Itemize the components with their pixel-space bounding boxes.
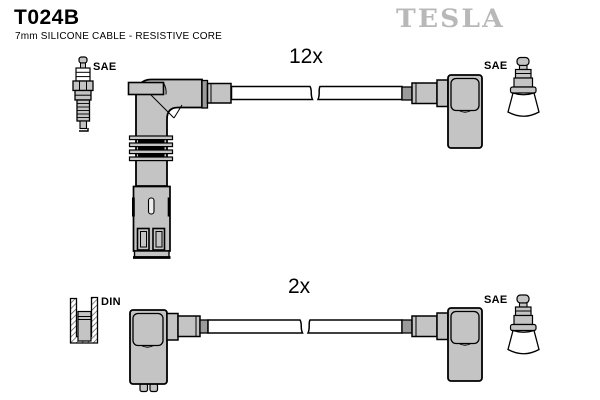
- part-number: T024B: [14, 6, 80, 29]
- cable-spec-subtitle: 7mm SILICONE CABLE - RESISTIVE CORE: [15, 31, 223, 42]
- tesla-logo: TESLA: [396, 4, 505, 33]
- quantity-label-bottom: 2x: [288, 275, 311, 298]
- sae-label-terminal-top: SAE: [484, 60, 508, 72]
- din-socket-icon: [69, 296, 99, 344]
- cable-icon-top: [230, 85, 403, 101]
- elbow-boot-icon-top: [401, 74, 483, 149]
- sae-terminal-icon-top: [507, 56, 540, 117]
- sae-label-spark-plug: SAE: [93, 61, 117, 73]
- spark-plug-icon: [72, 56, 94, 132]
- angled-coil-boot-icon: [127, 78, 232, 259]
- quantity-label-top: 12x: [289, 45, 323, 68]
- sae-label-terminal-bottom: SAE: [484, 294, 508, 306]
- elbow-boot-icon-bottom: [401, 307, 483, 382]
- din-label: DIN: [101, 296, 121, 308]
- sae-terminal-icon-bottom: [507, 294, 540, 355]
- angled-plug-boot-icon-bottom-left: [129, 309, 209, 393]
- cable-icon-bottom: [207, 319, 403, 334]
